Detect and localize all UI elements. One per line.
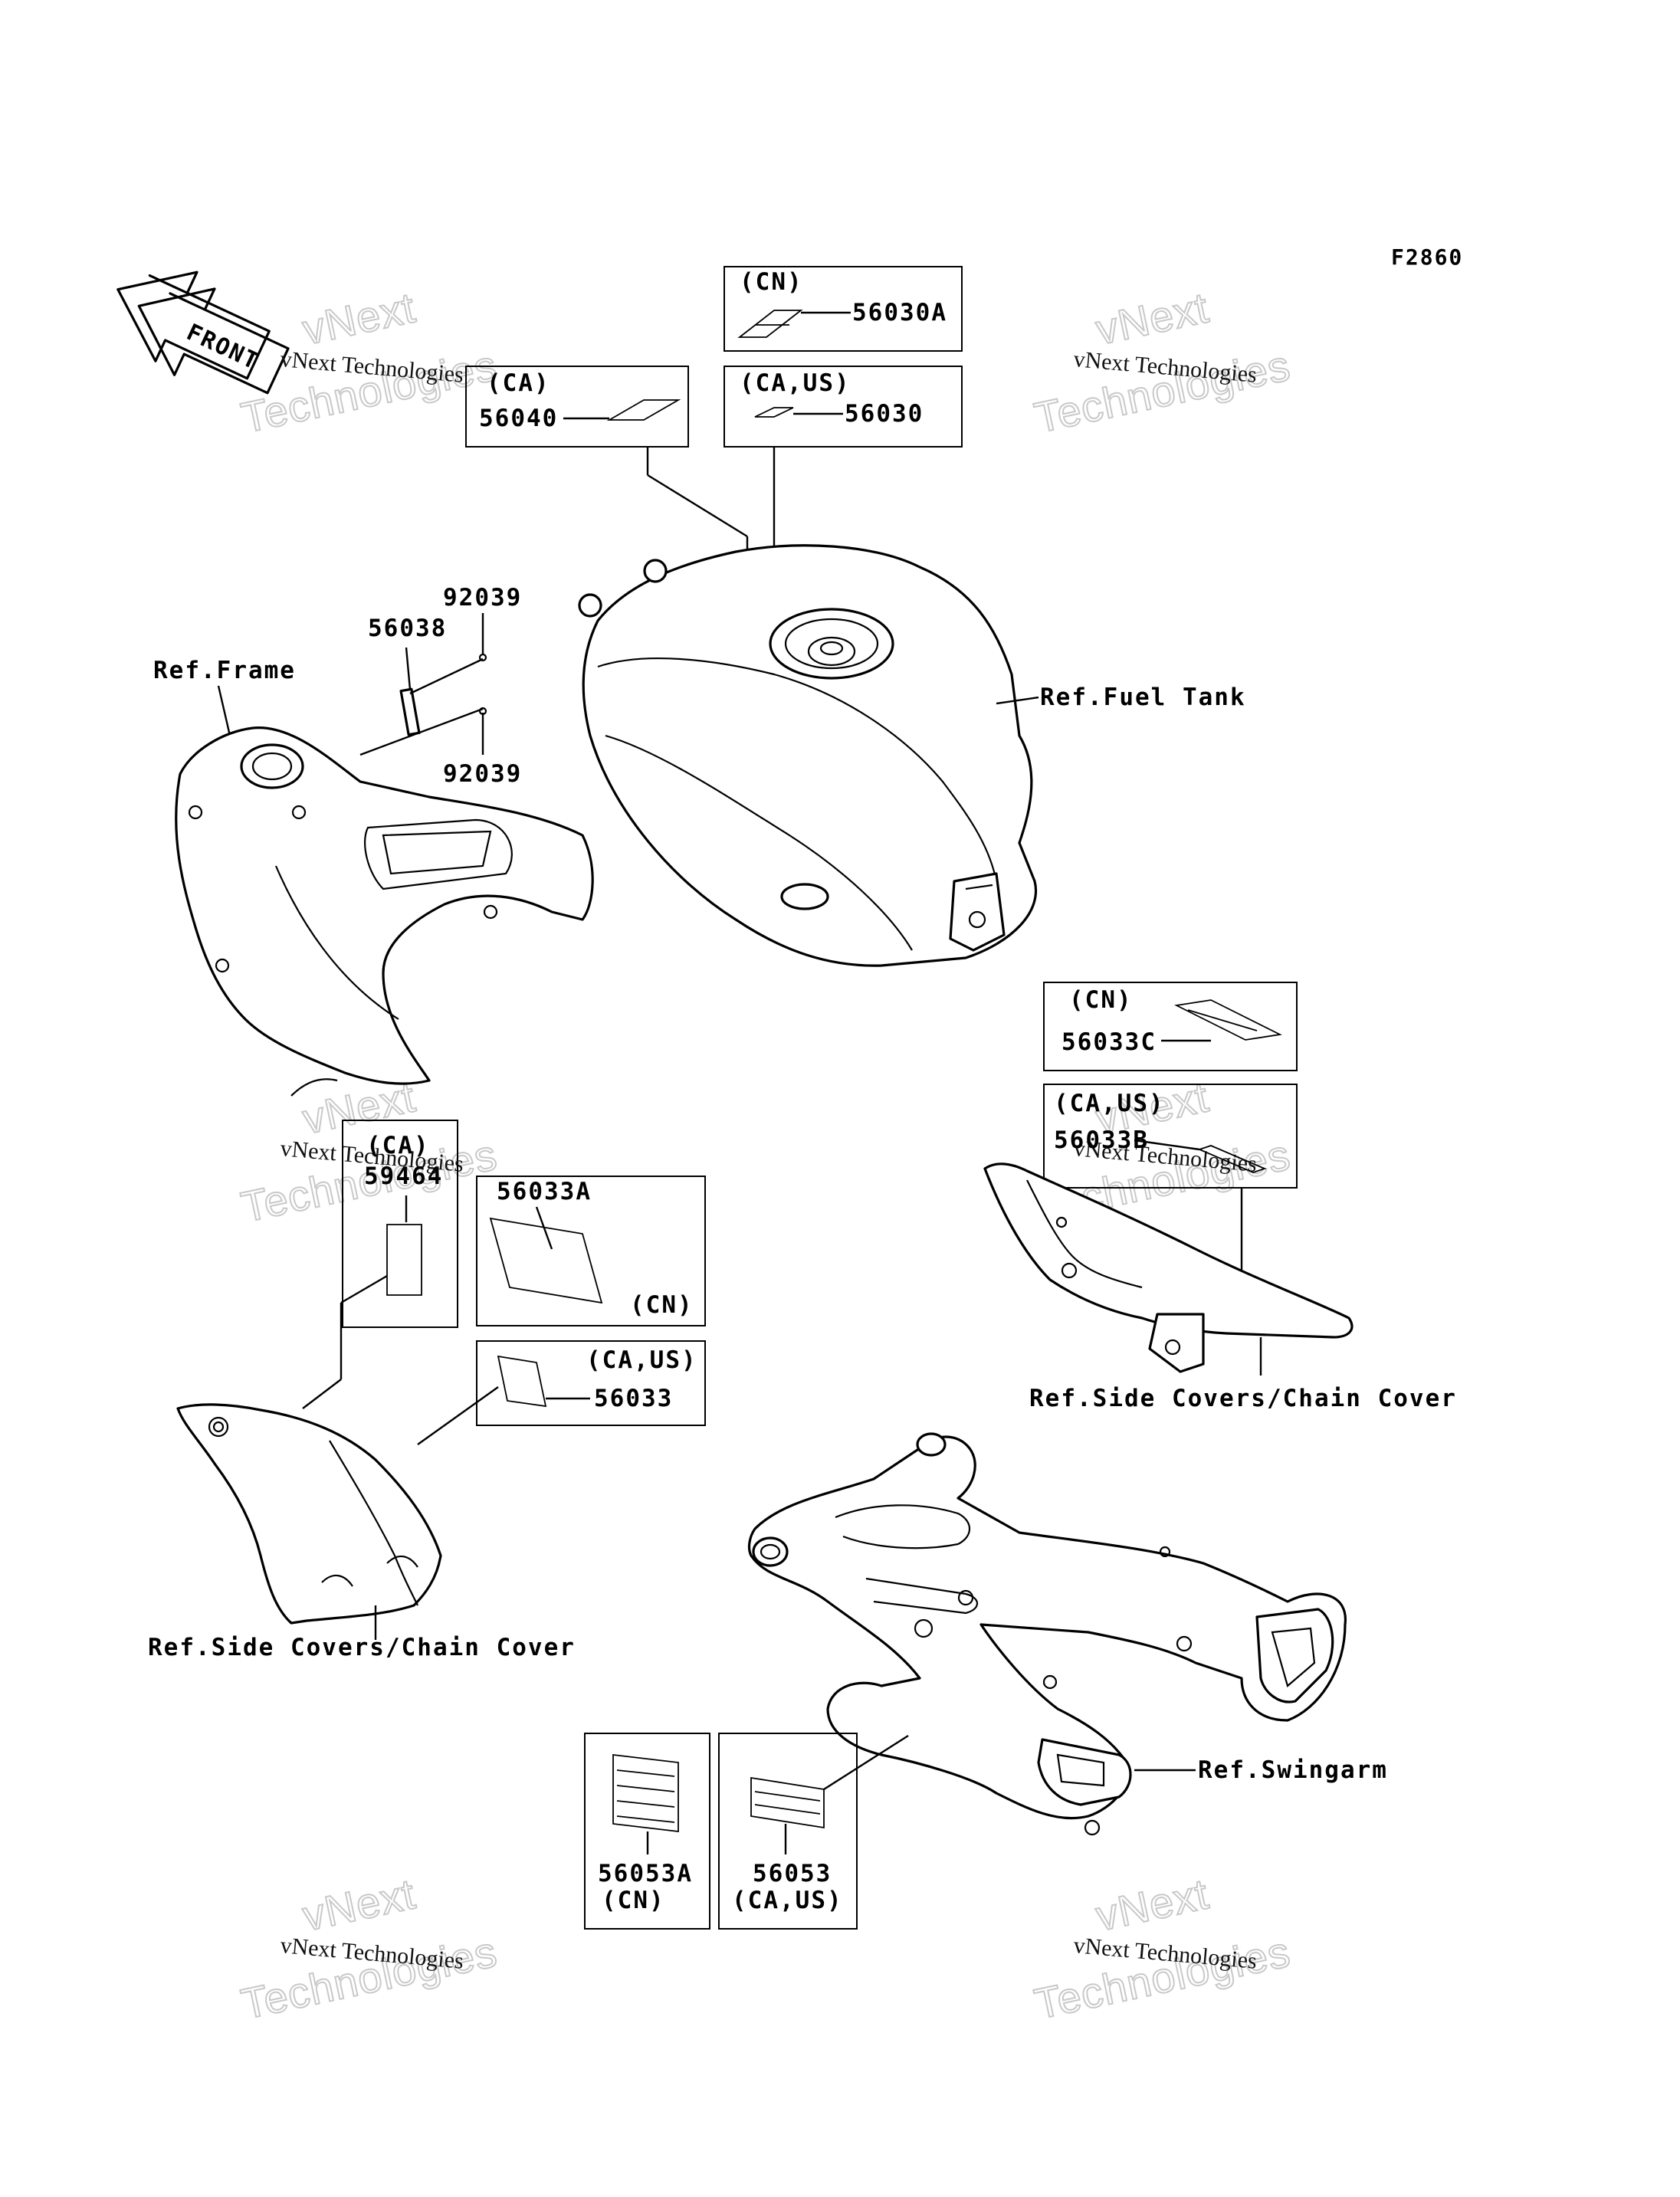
- callout-56033: (CA,US) 56033: [417, 1340, 706, 1445]
- swingarm-drawing: Ref.Swingarm: [747, 1432, 1388, 1836]
- callout-56040: (CA) 56040: [465, 366, 749, 590]
- ref-side-covers-right: Ref.Side Covers/Chain Cover: [1029, 1385, 1457, 1412]
- part-number: 56033B: [1054, 1126, 1149, 1154]
- part-number: 56033A: [497, 1178, 592, 1205]
- part-number: 56030: [845, 400, 924, 428]
- callout-59464: (CA) 59464: [302, 1120, 458, 1409]
- ref-frame: Ref.Frame: [153, 657, 296, 684]
- figure-code: F2860: [1391, 244, 1463, 270]
- callout-56053A: 56053A (CN): [584, 1733, 710, 1930]
- part-number: 56033: [594, 1385, 673, 1412]
- region-label: (CA): [366, 1132, 430, 1159]
- part-number: 56040: [479, 405, 558, 432]
- callout-56030: (CA,US) 56030: [724, 366, 963, 605]
- region-label: (CA): [487, 369, 550, 397]
- region-label: (CN): [740, 268, 803, 296]
- callout-56038-92039: 92039 56038 92039: [359, 584, 522, 788]
- region-label: (CA,US): [740, 369, 851, 397]
- ref-swingarm: Ref.Swingarm: [1198, 1756, 1388, 1784]
- chain-cover-drawing: Ref.Side Covers/Chain Cover: [983, 1162, 1457, 1412]
- region-label: (CN): [1069, 986, 1133, 1014]
- watermark-vnext: vNext: [1091, 1869, 1212, 1940]
- callout-56033B: (CA,US) 56033B: [1043, 1084, 1298, 1276]
- part-number-56038: 56038: [368, 615, 447, 642]
- region-label: (CN): [630, 1291, 694, 1319]
- callout-56033C: (CN) 56033C: [1043, 982, 1298, 1071]
- callout-56033A: 56033A (CN): [476, 1176, 706, 1326]
- part-number: 56053A: [598, 1860, 693, 1887]
- part-number: 56033C: [1061, 1028, 1157, 1056]
- watermark-vnext: vNext: [298, 283, 419, 353]
- watermark-vnext: vNext: [298, 1869, 419, 1940]
- ref-fuel-tank: Ref.Fuel Tank: [1040, 684, 1246, 711]
- region-label: (CA,US): [586, 1346, 697, 1374]
- side-cover-drawing: Ref.Side Covers/Chain Cover: [148, 1403, 576, 1661]
- region-label: (CN): [602, 1887, 665, 1914]
- callout-56030A: (CN) 56030A: [724, 266, 963, 352]
- callout-56053: 56053 (CA,US): [718, 1733, 909, 1930]
- part-number-92039-top: 92039: [443, 584, 522, 612]
- ref-side-covers-left: Ref.Side Covers/Chain Cover: [148, 1634, 576, 1661]
- part-number: 59464: [364, 1162, 443, 1190]
- region-label: (CA,US): [1054, 1090, 1165, 1117]
- part-number-92039-bottom: 92039: [443, 760, 522, 788]
- part-number: 56053: [753, 1860, 832, 1887]
- region-label: (CA,US): [732, 1887, 843, 1914]
- frame-drawing: Ref.Frame: [153, 657, 594, 1097]
- watermark-vnext: vNext: [1091, 283, 1212, 353]
- fuel-tank-drawing: Ref.Fuel Tank: [578, 544, 1246, 967]
- part-number: 56030A: [852, 299, 947, 326]
